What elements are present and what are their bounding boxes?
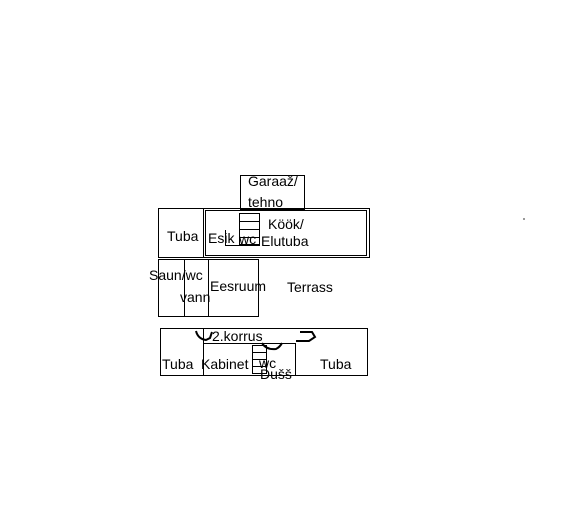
second-floor-label: 2.korrus (212, 328, 263, 344)
kitchen-label: Köök/ (268, 216, 304, 232)
tuba-lower-left-label: Tuba (162, 356, 194, 372)
dush-label: Dušš (260, 366, 292, 382)
eesruum-label: Eesruum (210, 278, 267, 294)
wc-upper-label: wc (239, 231, 257, 247)
garage-wall (240, 175, 305, 210)
opening-outline (195, 330, 317, 342)
eesruum-wall (208, 259, 259, 317)
upper-block-wall (158, 208, 370, 258)
garage-label: Garaaž/ (248, 173, 298, 189)
tuba-lower-right-label: Tuba (320, 356, 352, 372)
opening-outline (261, 342, 283, 351)
wc-lower-label: wc (259, 355, 277, 371)
stray-dot (523, 218, 525, 220)
kabinet-label: Kabinet (201, 356, 249, 372)
terrass-label: Terrass (287, 279, 333, 295)
sauna-label-2: vann (180, 289, 211, 305)
esik-label: Esik (208, 230, 235, 246)
kitchen-label-2: Elutuba (261, 233, 309, 249)
garage-label-2: tehno (248, 194, 284, 210)
lower-block-wall (160, 328, 368, 376)
tuba-upper-label: Tuba (167, 228, 199, 244)
kitchen-inner-wall (205, 210, 367, 256)
sauna-label: Saun/wc (149, 267, 203, 283)
